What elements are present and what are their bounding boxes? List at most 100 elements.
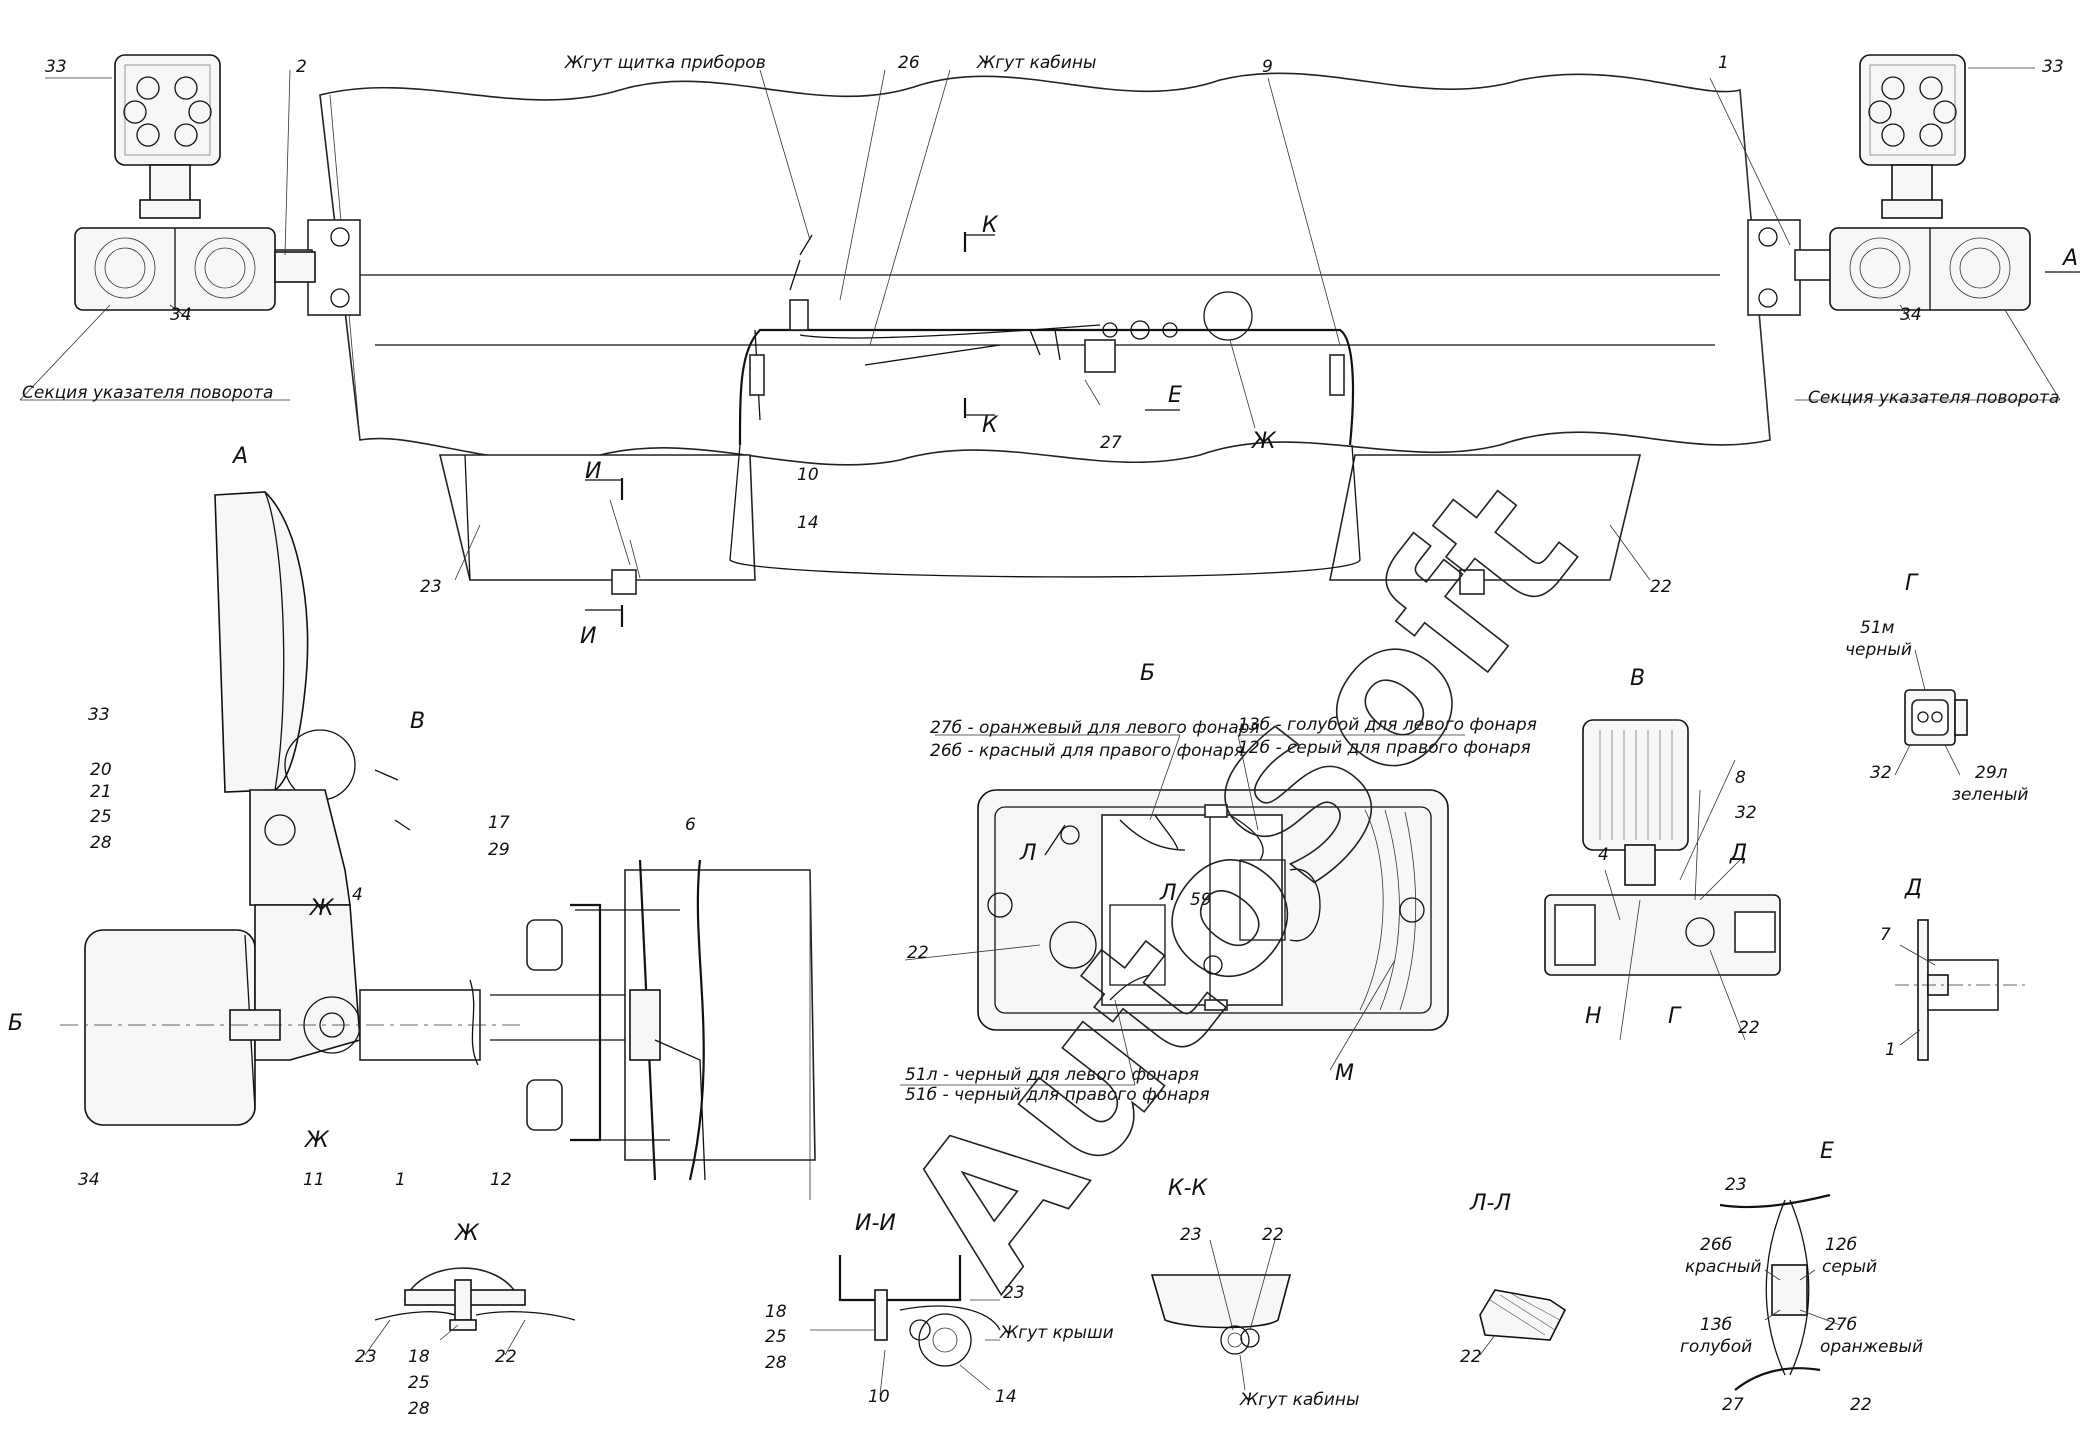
label-k-bot: К [982,413,999,438]
label-e-12b: 12б [1825,1235,1857,1255]
label-26: 26 [898,53,920,73]
label-i-bot: И [580,624,596,649]
view-a [60,491,520,1126]
section-ll [1479,1289,1567,1356]
label-e-26b: 26б [1700,1235,1732,1255]
sec-kk-title: К-К [1168,1176,1209,1201]
label-14-top: 14 [797,513,819,533]
label-v-22: 22 [1738,1018,1760,1038]
label-34-left: 34 [170,305,192,325]
label-zh-a1: Ж [308,896,335,921]
label-1-top: 1 [1718,53,1729,73]
label-grey: серый [1822,1257,1877,1277]
label-g-arrow: Г [1668,1004,1682,1029]
label-red: красный [1685,1257,1761,1277]
label-l2: Л [1159,881,1177,906]
label-12: 12 [490,1170,512,1190]
pillar-section [490,859,816,1200]
label-n: Н [1585,1004,1602,1029]
view-d [1895,919,2030,1061]
label-d-1: 1 [1885,1040,1896,1060]
label-harness-dash: Жгут щитка приборов [564,53,766,73]
label-28: 28 [90,833,112,853]
label-7: 7 [1880,925,1891,945]
label-zh-top: Ж [1250,429,1277,454]
label-zh-28: 28 [408,1399,430,1419]
label-25: 25 [90,807,112,827]
label-ii-28: 28 [765,1353,787,1373]
left-work-light [74,54,316,311]
label-34-right: 34 [1900,305,1922,325]
view-b-title: Б [1140,661,1155,686]
view-b [900,734,1465,1086]
label-51m: 51м [1860,618,1895,638]
section-kk [1150,1239,1292,1391]
section-ii [810,1255,1001,1396]
sec-ll-title: Л-Л [1469,1191,1511,1216]
label-v-arrow: В [410,709,425,734]
view-v [1544,719,1781,1041]
view-e-title: Е [1820,1139,1834,1164]
label-zh-23: 23 [355,1347,377,1367]
label-b-22: 22 [907,943,929,963]
label-ii-25: 25 [765,1327,787,1347]
label-ii-14: 14 [995,1387,1017,1407]
label-e-27: 27 [1722,1395,1744,1415]
label-11: 11 [303,1170,325,1190]
label-8: 8 [1735,768,1746,788]
label-17: 17 [488,813,510,833]
label-22-top: 22 [1650,577,1672,597]
label-2: 2 [296,57,307,77]
label-kk-cab: Жгут кабины [1239,1390,1359,1410]
label-zh-18: 18 [408,1347,430,1367]
label-i-top: И [585,459,601,484]
label-v-32: 32 [1735,803,1757,823]
label-e-22: 22 [1850,1395,1872,1415]
label-a-33: 33 [88,705,110,725]
label-g-32: 32 [1870,763,1892,783]
view-g-title: Г [1905,571,1919,596]
label-20: 20 [90,760,112,780]
view-d-title: Д [1904,876,1922,901]
label-6: 6 [685,815,696,835]
label-turn-right: Секция указателя поворота [1808,388,2059,408]
label-a-4: 4 [352,885,363,905]
label-e-27b: 27б [1825,1315,1857,1335]
label-e-23: 23 [1725,1175,1747,1195]
label-w27b: 27б - оранжевый для левого фонаря [930,718,1260,738]
label-green: зеленый [1952,785,2028,805]
label-v-4: 4 [1598,845,1609,865]
label-ll-22: 22 [1460,1347,1482,1367]
label-zh-a2: Ж [303,1128,330,1153]
label-w51l: 51л - черный для левого фонаря [905,1065,1199,1085]
label-harness-cab: Жгут кабины [976,53,1096,73]
section-zh [364,1267,576,1356]
label-a-34: 34 [78,1170,100,1190]
label-orange: оранжевый [1820,1337,1923,1357]
label-blue: голубой [1680,1337,1752,1357]
label-29l: 29л [1975,763,2008,783]
label-33-right: 33 [2042,57,2064,77]
label-10: 10 [797,465,819,485]
label-ii-10: 10 [868,1387,890,1407]
sec-zh-title: Ж [453,1221,480,1246]
label-29: 29 [488,840,510,860]
label-black: черный [1845,640,1912,660]
label-zh-22: 22 [495,1347,517,1367]
label-e-13b: 13б [1700,1315,1732,1335]
label-roof: Жгут крыши [999,1323,1114,1343]
label-d: Д [1729,841,1747,866]
labels: 33 2 Жгут щитка приборов 26 Жгут кабины … [8,53,2078,1419]
cab-roof-view [261,69,2080,627]
label-33-left: 33 [45,57,67,77]
view-v-title: В [1630,666,1645,691]
label-ii-23: 23 [1003,1283,1025,1303]
label-21: 21 [90,782,112,802]
right-work-light [1829,54,2031,311]
label-w13b: 13б - голубой для левого фонаря [1238,715,1537,735]
label-59: 59 [1190,890,1212,910]
label-kk-22: 22 [1262,1225,1284,1245]
sec-ii-title: И-И [855,1211,896,1236]
label-turn-left: Секция указателя поворота [22,383,273,403]
